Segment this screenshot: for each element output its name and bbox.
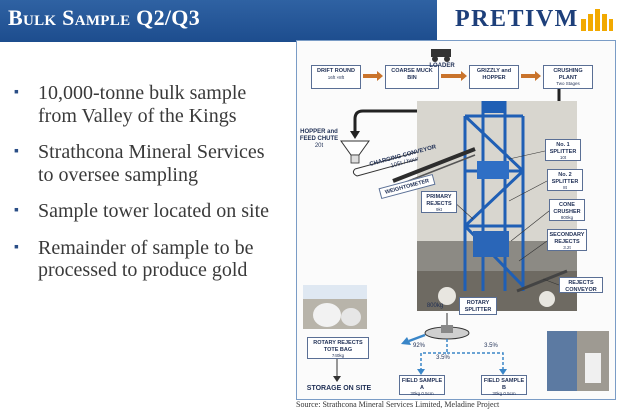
storage-label: STORAGE ON SITE [306, 385, 372, 392]
secondary-rejects-box: SECONDARY REJECTS 3.2t [547, 229, 587, 251]
tote-bag-sub: 740kg [331, 353, 345, 358]
hopper-feed-chute-label: HOPPER and FEED CHUTE 20t [299, 129, 339, 150]
no1-splitter-label: No. 1 SPLITTER [549, 142, 577, 155]
no1-splitter-sub: 10t [559, 155, 567, 160]
bullet-item: ▪ 10,000-tonne bulk sample from Valley o… [14, 82, 276, 127]
bullet-square-icon: ▪ [14, 203, 19, 218]
secondary-rejects-label: SECONDARY REJECTS [549, 232, 585, 245]
primary-rejects-box: PRIMARY REJECTS 9kt [421, 191, 457, 213]
pct-92-label: 92% [412, 343, 425, 349]
no1-splitter-box: No. 1 SPLITTER 10t [545, 139, 581, 161]
page-title: Bulk Sample Q2/Q3 [8, 5, 201, 30]
bullet-item: ▪ Remainder of sample to be processed to… [14, 237, 276, 282]
drift-round-label: DRIFT ROUND [317, 68, 355, 74]
field-sample-a-label: FIELD SAMPLE A [401, 378, 443, 391]
cone-crusher-sub: 800kg [560, 215, 574, 220]
bullet-text: 10,000-tonne bulk sample from Valley of … [38, 82, 247, 127]
bullet-item: ▪ Strathcona Mineral Services to oversee… [14, 141, 276, 186]
field-sample-a-sub: 30kg 0.5cm [410, 391, 434, 396]
bullet-text: Remainder of sample to be processed to p… [38, 236, 254, 282]
pct-35b-label: 3.5% [484, 343, 498, 349]
tote-bag-box: ROTARY REJECTS TOTE BAG 740kg [307, 337, 369, 359]
no2-splitter-sub: 8t [563, 185, 567, 190]
hopper-feed-chute-text: HOPPER and FEED CHUTE [299, 129, 339, 142]
crushing-plant-label: CRUSHING PLANT [553, 68, 583, 81]
cone-crusher-box: CONE CRUSHER 800kg [549, 199, 585, 221]
rotary-splitter-box: ROTARY SPLITTER [459, 297, 497, 315]
primary-rejects-label: PRIMARY REJECTS [426, 194, 452, 207]
source-caption: Source: Strathcona Mineral Services Limi… [296, 400, 500, 409]
secondary-rejects-sub: 3.2t [563, 245, 571, 250]
crushing-plant-sub: Two Stages [556, 81, 580, 86]
bullet-list: ▪ 10,000-tonne bulk sample from Valley o… [14, 82, 276, 296]
bullet-text: Sample tower located on site [38, 200, 270, 222]
field-sample-b-box: FIELD SAMPLE B 30kg 0.5cm [481, 375, 527, 396]
loader-label: LOADER [429, 63, 455, 69]
bullet-square-icon: ▪ [14, 239, 19, 255]
pretivm-logo: PRETIVM [455, 6, 615, 36]
drift-round-sub: 16ft ×8ft [327, 74, 345, 80]
pct-35a-label: 3.5% [436, 355, 450, 361]
grizzly-hopper-box: GRIZZLY and HOPPER [469, 65, 519, 89]
title-bar: Bulk Sample Q2/Q3 [0, 0, 437, 42]
tote-bag-label: ROTARY REJECTS TOTE BAG [313, 340, 363, 353]
logo-text: PRETIVM [455, 6, 579, 32]
rejects-conveyor-box: REJECTS CONVEYOR [559, 277, 603, 293]
rejects-conveyor-label: REJECTS CONVEYOR [565, 280, 597, 293]
logo-bars-icon [581, 9, 613, 31]
bullet-item: ▪ Sample tower located on site [14, 200, 276, 223]
cone-crusher-label: CONE CRUSHER [553, 202, 581, 215]
drift-round-box: DRIFT ROUND 16ft ×8ft [311, 65, 361, 89]
bullet-square-icon: ▪ [14, 144, 19, 159]
field-sample-a-box: FIELD SAMPLE A 30kg 0.5cm [399, 375, 445, 396]
grizzly-hopper-label: GRIZZLY and HOPPER [476, 68, 512, 81]
field-sample-b-label: FIELD SAMPLE B [483, 378, 525, 391]
bullet-square-icon: ▪ [14, 85, 19, 100]
coarse-muck-bin-label: COARSE MUCK BIN [391, 68, 433, 81]
no2-splitter-label: No. 2 SPLITTER [551, 172, 579, 185]
no2-splitter-box: No. 2 SPLITTER 8t [547, 169, 583, 191]
sample-tower-diagram: DRIFT ROUND 16ft ×8ft COARSE MUCK BIN LO… [296, 40, 616, 400]
coarse-muck-bin-box: COARSE MUCK BIN [385, 65, 439, 89]
primary-rejects-sub: 9kt [435, 207, 442, 212]
field-sample-b-sub: 30kg 0.5cm [492, 391, 516, 396]
rotary-input-label: 800kg [426, 303, 444, 309]
bullet-text: Strathcona Mineral Services to oversee s… [38, 141, 265, 186]
crushing-plant-box: CRUSHING PLANT Two Stages [543, 65, 593, 89]
rotary-splitter-label: ROTARY SPLITTER [464, 300, 492, 313]
hopper-feed-chute-sub: 20t [314, 143, 324, 149]
